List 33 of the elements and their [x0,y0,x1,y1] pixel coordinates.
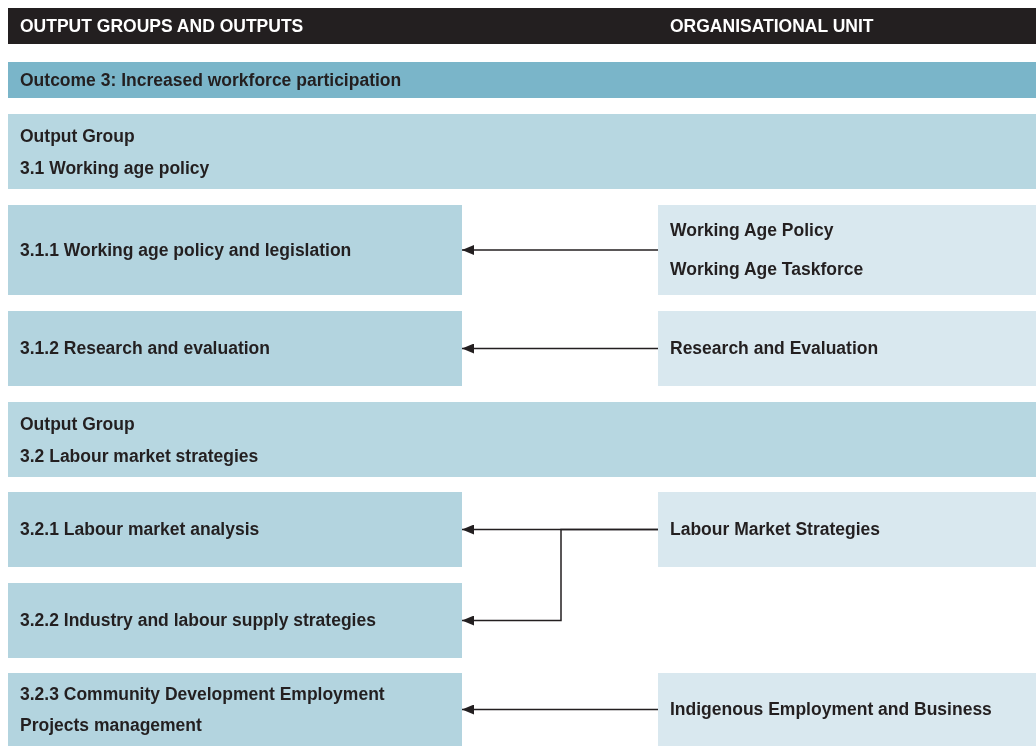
output-title: Outcome 3: Increased workforce participation [20,68,403,92]
unit-name: Working Age Taskforce [670,258,865,281]
output-title: 3.2.2 Industry and labour supply strategies [20,609,377,632]
arrow [461,528,659,626]
output-group-band [8,402,1036,477]
outcome-band [8,62,1036,98]
output-title: 3.2 Labour market strategies [20,444,260,468]
output-box [8,673,462,746]
unit-box [658,673,1036,746]
output-title: 3.2.1 Labour market analysis [20,518,261,541]
output-box [8,205,462,295]
output-box [8,492,462,567]
column-heading: OUTPUT GROUPS AND OUTPUTS [20,16,304,36]
group-heading: Output Group [20,412,136,436]
unit-box [658,311,1036,386]
output-box [8,311,462,386]
unit-name: Working Age Policy [670,219,835,242]
output-box [8,583,462,658]
unit-name: Labour Market Strategies [670,518,882,541]
output-group-band [8,114,1036,189]
unit-name: Research and Evaluation [670,337,880,360]
output-title: 3.1.2 Research and evaluation [20,337,271,360]
output-title: 3.1 Working age policy [20,156,211,180]
arrow [461,245,659,255]
unit-box [658,492,1036,567]
unit-box [658,205,1036,295]
output-title: 3.1.1 Working age policy and legislation [20,238,353,262]
arrow [461,704,659,715]
group-heading: Output Group [20,124,136,148]
arrow [461,343,659,354]
output-title: 3.2.3 Community Development Employment Projects management [20,682,386,737]
unit-name: Indigenous Employment and Business [670,698,993,721]
column-heading: ORGANISATIONAL UNIT [670,16,874,36]
